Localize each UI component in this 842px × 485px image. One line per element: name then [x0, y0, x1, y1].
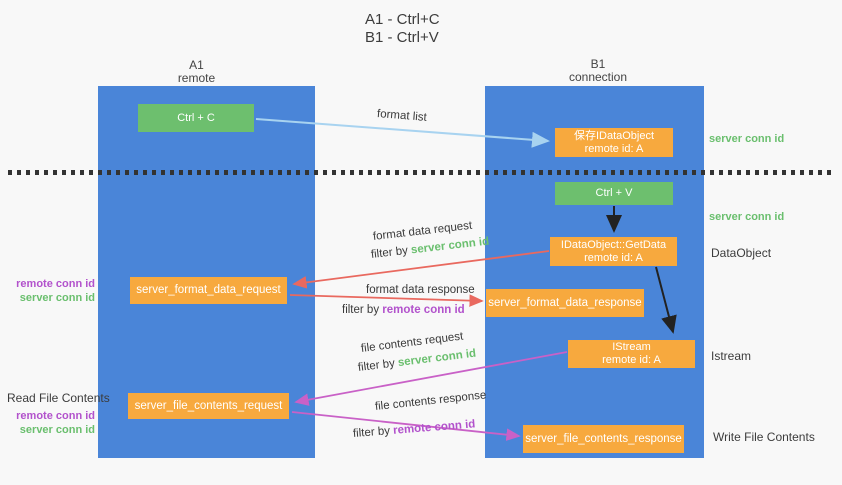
label-write-file-contents: Write File Contents — [713, 430, 815, 444]
node-server-format-data-response: server_format_data_response — [486, 289, 644, 317]
node-server-format-data-request: server_format_data_request — [130, 277, 287, 304]
filter-by-text: filter by — [342, 304, 383, 316]
label-format-list: format list — [376, 108, 428, 124]
label-remote-conn-id-left-bottom: remote conn id — [16, 410, 95, 422]
node-server-file-contents-request: server_file_contents_request — [128, 393, 289, 419]
server-conn-id-key: server conn id — [410, 235, 490, 257]
label-server-conn-id-right-top: server conn id — [709, 133, 785, 145]
label-server-conn-id-right-mid: server conn id — [709, 211, 785, 223]
node-ctrl-v: Ctrl + V — [555, 182, 673, 205]
label-read-file-contents: Read File Contents — [7, 391, 110, 405]
node-format-request-label: server_format_data_request — [136, 284, 281, 296]
label-format-data-response: format data response — [366, 284, 475, 296]
remote-conn-id-key: remote conn id — [382, 304, 465, 316]
label-server-conn-id-left-top: server conn id — [19, 292, 95, 304]
label-istream-right: Istream — [711, 349, 752, 363]
lane-a1-role: remote — [177, 71, 216, 85]
lane-b1-name: B1 — [590, 57, 606, 71]
filter-by-text: filter by — [357, 357, 399, 374]
node-save-idataobject-line1: 保存IDataObject — [573, 129, 655, 142]
node-ctrl-v-label: Ctrl + V — [595, 187, 633, 199]
lane-header-a1: A1 remote — [88, 59, 305, 85]
node-save-idataobject-line2: remote id: A — [584, 142, 644, 155]
session-separator-dotted-line — [8, 170, 834, 175]
node-getdata-line1: IDataObject::GetData — [560, 238, 667, 251]
remote-conn-id-key: remote conn id — [392, 418, 476, 437]
node-file-request-label: server_file_contents_request — [134, 399, 283, 412]
server-conn-id-key: server conn id — [397, 347, 477, 370]
lane-header-b1: B1 connection — [488, 58, 708, 84]
node-format-response-label: server_format_data_response — [488, 296, 642, 309]
node-idataobject-getdata: IDataObject::GetData remote id: A — [550, 237, 677, 266]
title-line-1: A1 - Ctrl+C — [365, 11, 440, 28]
label-filter-remote-conn-id-2: filter by remote conn id — [353, 418, 476, 440]
label-file-contents-response: file contents response — [374, 389, 487, 413]
title-line-2: B1 - Ctrl+V — [365, 29, 439, 46]
node-getdata-line2: remote id: A — [584, 251, 643, 264]
node-save-idataobject: 保存IDataObject remote id: A — [555, 128, 673, 157]
filter-by-text: filter by — [352, 424, 394, 440]
node-istream: IStream remote id: A — [568, 340, 695, 368]
lane-a1-name: A1 — [189, 58, 204, 72]
node-istream-line2: remote id: A — [602, 354, 661, 366]
node-istream-line1: IStream — [612, 341, 651, 353]
node-ctrl-c-label: Ctrl + C — [177, 111, 215, 124]
lane-b1-role: connection — [568, 70, 628, 84]
label-filter-remote-conn-id-1: filter by remote conn id — [342, 304, 465, 316]
label-server-conn-id-left-bottom: server conn id — [19, 424, 95, 436]
filter-by-text: filter by — [370, 244, 412, 261]
node-file-response-label: server_file_contents_response — [525, 432, 682, 445]
node-ctrl-c: Ctrl + C — [138, 104, 254, 132]
label-remote-conn-id-left-top: remote conn id — [16, 278, 95, 290]
node-server-file-contents-response: server_file_contents_response — [523, 425, 684, 453]
label-dataobject: DataObject — [711, 246, 772, 260]
